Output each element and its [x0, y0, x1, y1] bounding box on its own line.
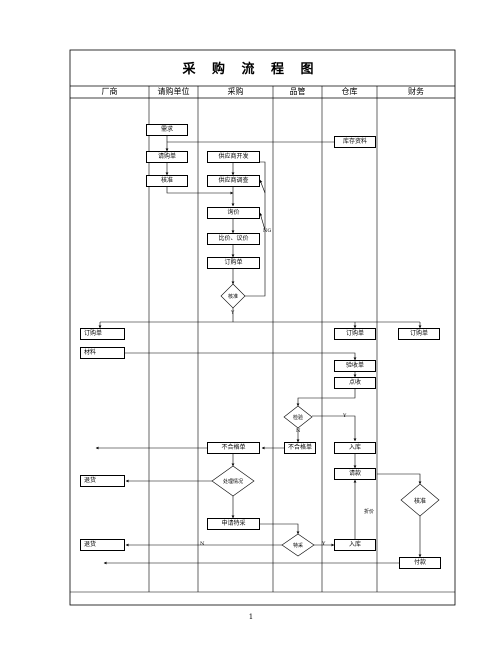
- demand-box: 需求: [146, 124, 188, 136]
- supplier-development-box: 供应商开发: [207, 151, 260, 163]
- finance-approve-diamond: [400, 483, 440, 517]
- nonconform-qc-box: 不合格单: [284, 442, 316, 454]
- page-frame: [69, 49, 456, 606]
- special-accept-label: 特采: [292, 543, 303, 549]
- return-box-2: 退货: [80, 539, 125, 551]
- lane-header-requesting-unit: 请购单位: [157, 87, 190, 96]
- lane-header-purchasing: 采购: [227, 87, 244, 96]
- purchase-order-buyer-box: 订购单: [207, 257, 260, 269]
- y-special-label: Y: [322, 541, 326, 547]
- nonconform-buyer-box: 不合格单: [207, 442, 260, 454]
- inventory-data-box: 库存资料: [334, 136, 376, 148]
- requisition-box: 请购单: [146, 151, 188, 163]
- inspect-label: 检验: [292, 415, 303, 421]
- approve-order-diamond: [220, 283, 246, 309]
- invoice-box: 请款: [334, 468, 376, 480]
- purchase-order-finance-box: 订购单: [398, 328, 440, 340]
- special-accept-diamond: [281, 533, 315, 557]
- compare-negotiate-box: 比价、议价: [207, 233, 260, 245]
- lane-header-qc: 品管: [289, 87, 306, 96]
- ng-label: NG: [263, 228, 272, 234]
- supplier-survey-box: 供应商调查: [207, 175, 260, 187]
- payment-box: 付款: [399, 557, 441, 569]
- handle-status-diamond: [211, 465, 255, 497]
- page-number: 1: [248, 613, 254, 621]
- material-box: 材料: [80, 347, 125, 359]
- lane-header-warehouse: 仓库: [341, 87, 358, 96]
- lane-dividers: [148, 86, 378, 592]
- inquiry-box: 询价: [207, 207, 260, 219]
- stock-in-box-1: 入库: [334, 442, 376, 454]
- page-title: 采 购 流 程 图: [182, 62, 320, 77]
- count-box: 点收: [334, 377, 376, 389]
- lane-header-finance: 财务: [408, 87, 424, 96]
- finance-approve-label: 核准: [413, 498, 426, 505]
- n-special-label: N: [200, 541, 205, 547]
- y-approve-label: Y: [231, 310, 235, 316]
- inspect-diamond: [283, 405, 313, 429]
- y-inspect-label: Y: [343, 413, 347, 419]
- purchase-order-warehouse-box: 订购单: [334, 328, 376, 340]
- receipt-form-box: 验收单: [334, 360, 376, 372]
- stock-in-box-2: 入库: [334, 539, 376, 551]
- special-request-box: 申请特采: [207, 518, 260, 530]
- lane-header-vendor: 厂商: [101, 87, 118, 96]
- approve-order-label: 核准: [227, 294, 238, 300]
- purchase-order-vendor-box: 订购单: [80, 328, 125, 340]
- n-inspect-label: N: [296, 428, 301, 434]
- approve-requisition-box: 核准: [146, 175, 188, 187]
- discount-label: 折价: [364, 509, 375, 515]
- handle-status-label: 处理情况: [222, 479, 243, 485]
- return-box-1: 退货: [80, 475, 125, 487]
